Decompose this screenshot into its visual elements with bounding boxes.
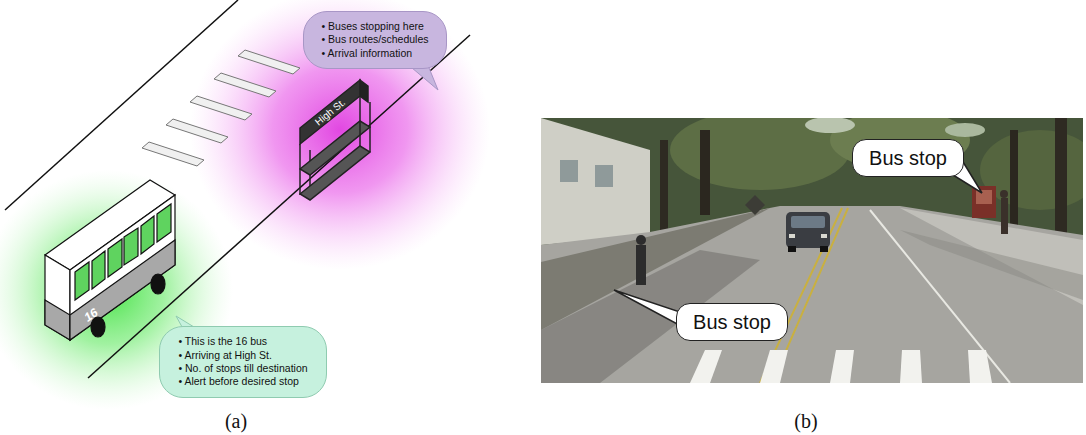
street-photo (870, 210, 1010, 383)
street-photo (972, 186, 996, 218)
street-photo (945, 123, 985, 137)
street-photo (690, 350, 992, 383)
street-photo (560, 160, 578, 182)
street-photo (760, 350, 788, 383)
bus (70, 240, 175, 340)
street-photo (821, 234, 827, 238)
panel-label: (a) (225, 410, 247, 433)
bubble-text: Bus stop (693, 310, 771, 334)
street-photo (1010, 130, 1018, 225)
street-photo (786, 212, 830, 248)
info-bubble: • Buses stopping here• Bus routes/schedu… (303, 11, 448, 69)
bus (157, 204, 171, 242)
bus-shelter (299, 144, 301, 195)
street-photo (900, 230, 1083, 300)
street-photo (968, 350, 992, 383)
street-photo (805, 118, 855, 133)
bubble-text: • This is the 16 bus (178, 335, 307, 348)
crosswalk-stripe (214, 73, 276, 97)
bus (141, 216, 154, 254)
callout-bubble: Bus stop (852, 139, 964, 177)
street-photo (690, 350, 722, 383)
bus (45, 300, 70, 340)
crosswalk-stripe (142, 50, 300, 166)
bubble-text: Bus stop (869, 146, 947, 170)
street-photo (660, 140, 668, 230)
glow-shelter (190, 0, 490, 270)
crosswalk-stripe (238, 50, 300, 74)
bus-shelter (300, 80, 370, 200)
street-photo (541, 118, 1083, 383)
street-photo (830, 350, 854, 383)
crosswalk-stripe (166, 119, 228, 143)
info-bubble: • This is the 16 bus• Arriving at High S… (159, 326, 326, 398)
bus (108, 239, 122, 277)
street-photo (1055, 118, 1067, 238)
glow-shelter (190, 0, 490, 270)
callout-bubble: Bus stop (676, 303, 788, 341)
bus-shelter (300, 80, 360, 144)
bus (124, 228, 138, 265)
street-photo (976, 190, 992, 204)
bubble-tail (176, 58, 438, 345)
crosswalk-stripe (142, 142, 204, 166)
street-photo (900, 208, 1083, 305)
bus (45, 180, 175, 340)
bus (45, 255, 70, 340)
street-photo (700, 130, 710, 215)
street-photo (636, 235, 646, 245)
bubble-text: • Buses stopping here (322, 20, 429, 33)
street-photo (595, 165, 613, 187)
bus (70, 195, 175, 340)
bus (151, 274, 165, 294)
street-sign-text: High St. (313, 97, 348, 128)
bubble-text: • Arriving at High St. (178, 349, 307, 362)
street-photo (789, 234, 795, 238)
bus (75, 262, 89, 300)
street-photo (820, 246, 828, 252)
street-photo (900, 350, 922, 383)
bubble-text: • Alert before desired stop (178, 375, 307, 388)
bus-shelter (300, 146, 370, 200)
callout-tail (614, 152, 982, 332)
road-edge (5, 0, 470, 378)
street-photo (788, 246, 796, 252)
bus-shelter (360, 80, 368, 102)
street-photo (760, 208, 842, 383)
bus-shelter (359, 96, 361, 147)
bubble-text: • Bus routes/schedules (322, 33, 429, 46)
street-photo (636, 245, 646, 285)
bus-number: 16 (82, 305, 101, 324)
street-photo (745, 195, 765, 215)
street-photo (791, 216, 825, 228)
street-photo (1001, 198, 1008, 234)
street-photo (541, 118, 650, 245)
bubble-text: • No. of stops till destination (178, 362, 307, 375)
bus (92, 251, 105, 289)
street-photo (1000, 190, 1008, 198)
crosswalk-stripe (190, 96, 252, 120)
bubble-text: • Arrival information (322, 47, 429, 60)
panel-label: (b) (794, 410, 817, 433)
